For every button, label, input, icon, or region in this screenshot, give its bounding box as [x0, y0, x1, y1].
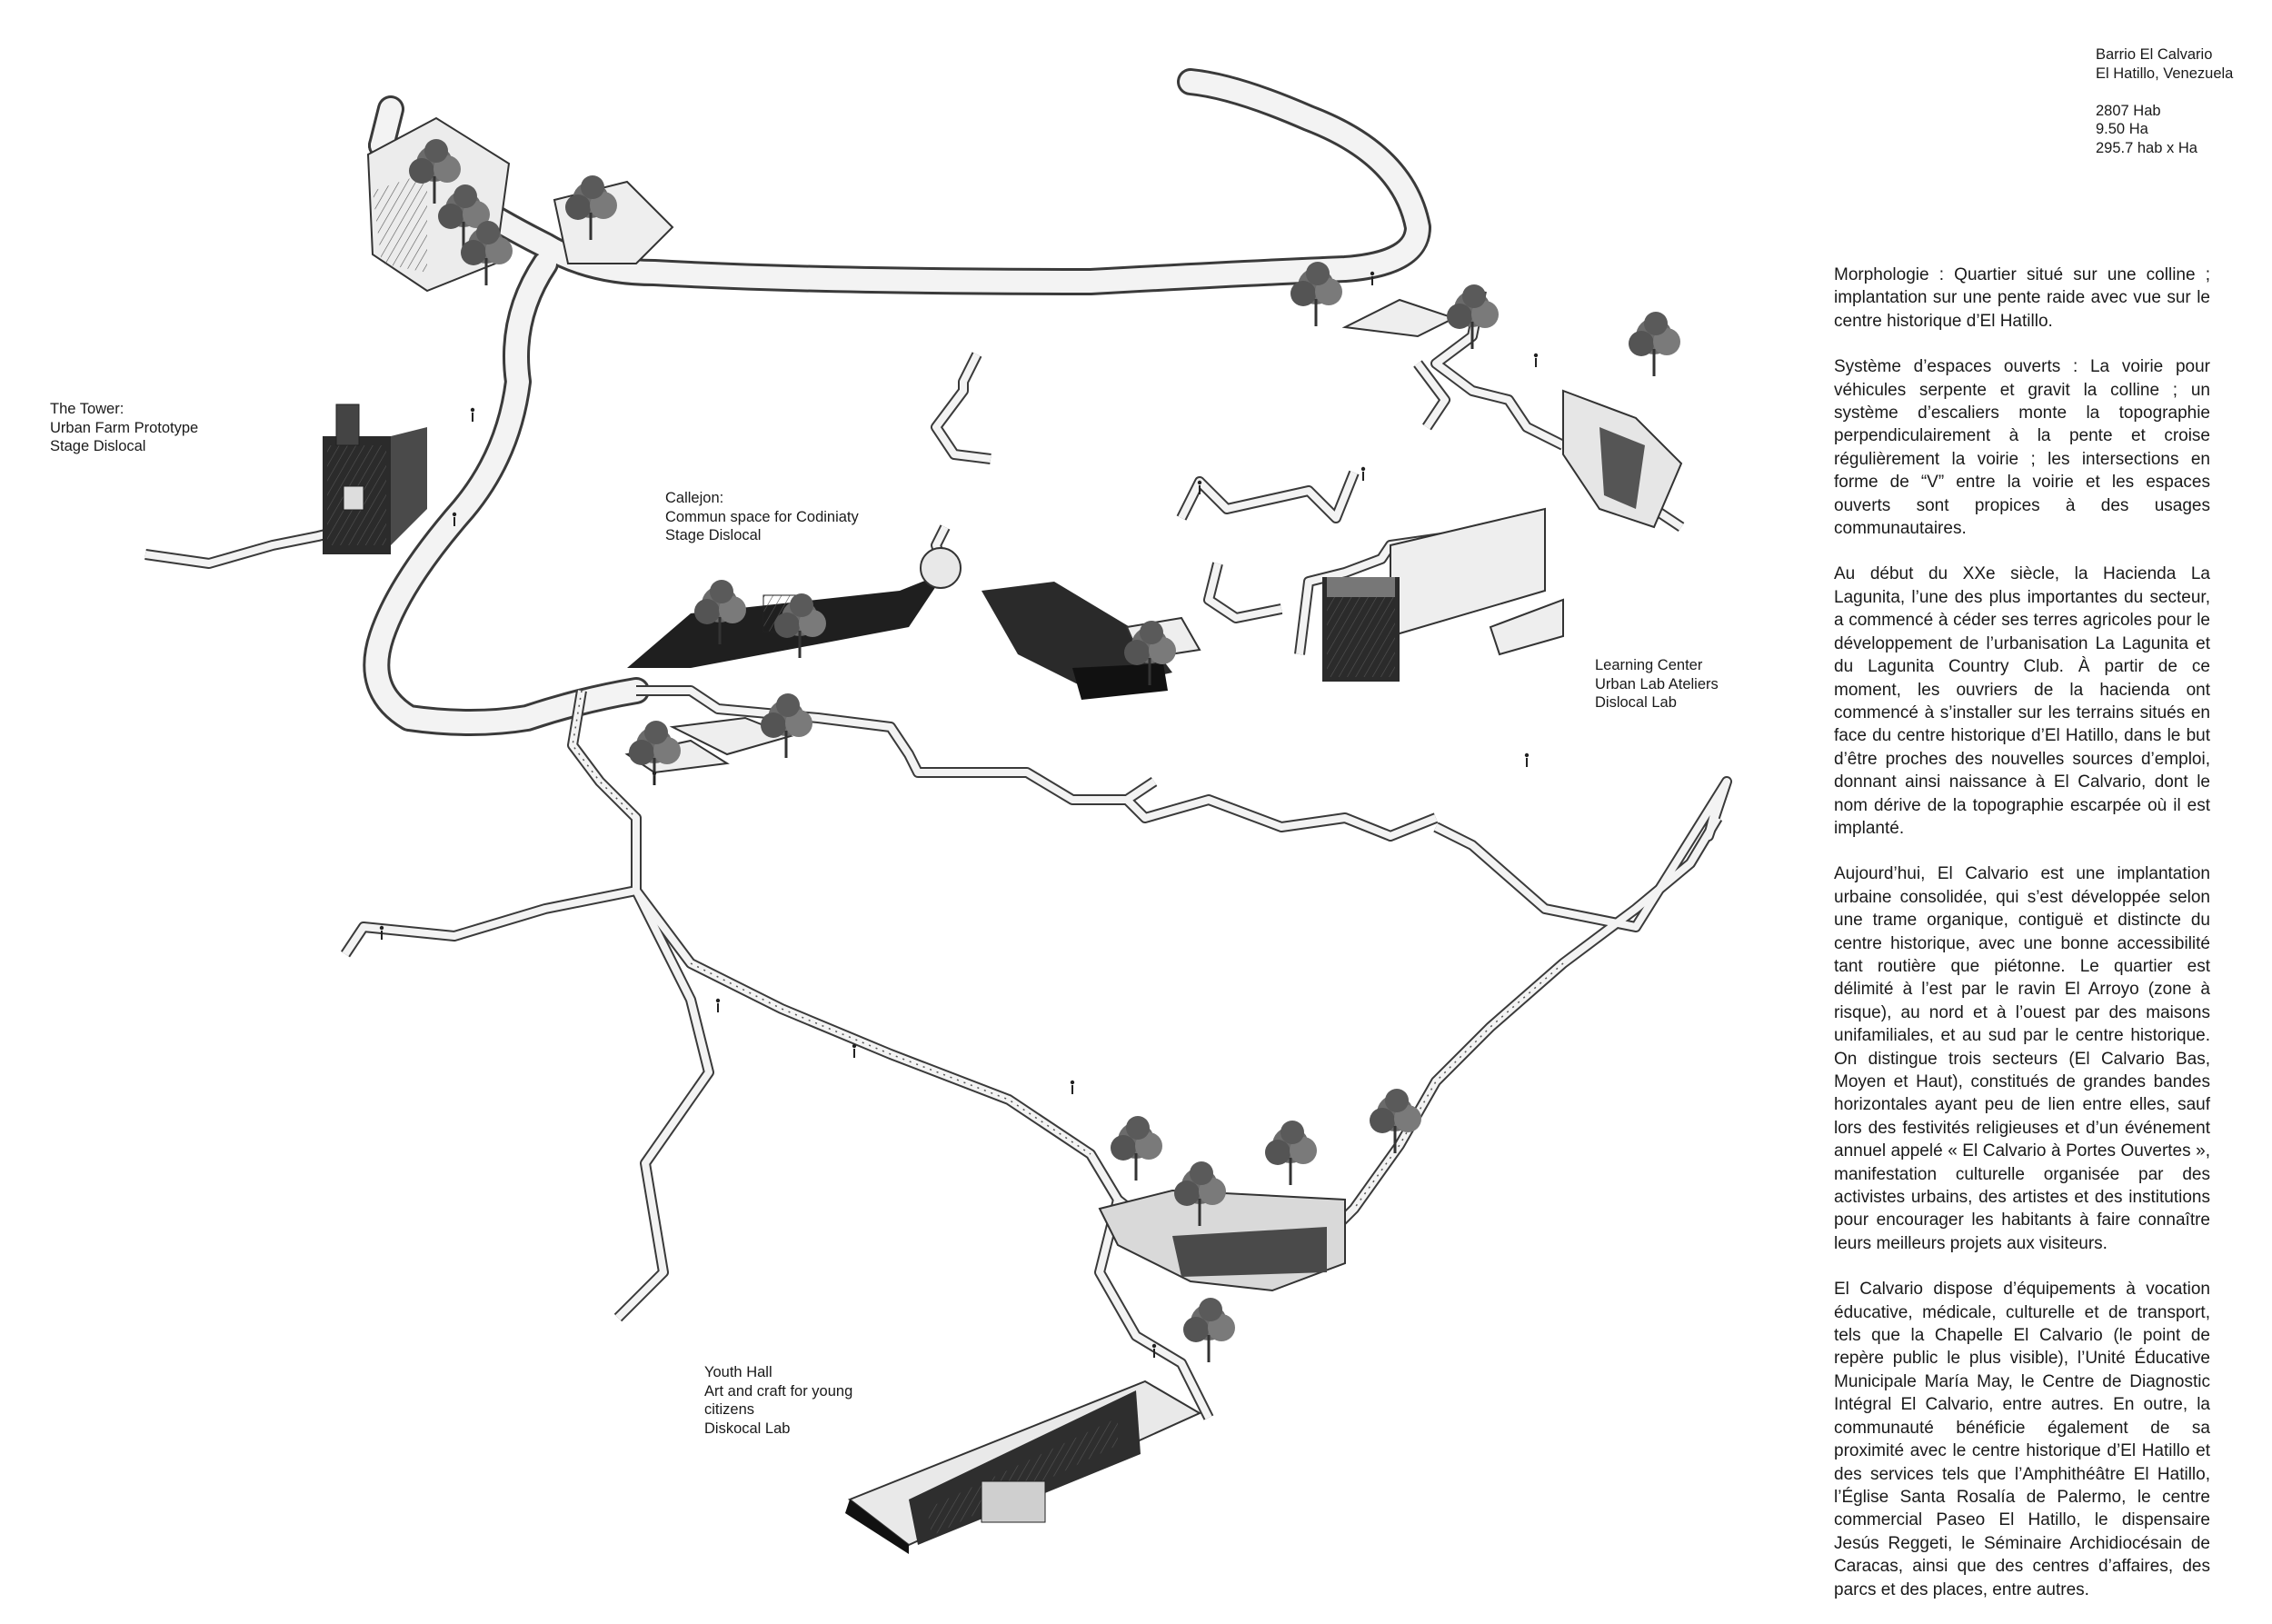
trees	[407, 137, 1682, 1364]
caption-learning-center-line: Urban Lab Ateliers	[1595, 675, 1719, 692]
site-name: Barrio El Calvario	[2096, 46, 2213, 63]
caption-tower-line: Urban Farm Prototype	[50, 419, 199, 436]
road-network	[363, 68, 1431, 736]
stair-network	[144, 289, 1732, 1420]
tower-building	[323, 404, 427, 554]
paragraph-histoire: Au début du XXe siècle, la Hacienda La L…	[1834, 564, 2210, 838]
paragraph-aujourdhui: Aujourd’hui, El Calvario est une implant…	[1834, 864, 2210, 1253]
caption-tower-line: Stage Dislocal	[50, 438, 146, 454]
caption-youth-hall-line: Art and craft for young	[704, 1382, 853, 1400]
site-area: 9.50 Ha	[2096, 121, 2148, 137]
hilltop-pavilion	[1562, 389, 1683, 529]
caption-learning-center: Learning Center Urban Lab Ateliers Dislo…	[1595, 656, 1719, 712]
caption-callejon-line: Callejon:	[665, 490, 724, 506]
caption-tower: The Tower: Urban Farm Prototype Stage Di…	[50, 400, 198, 456]
caption-callejon: Callejon: Commun space for Codiniaty Sta…	[665, 489, 859, 545]
central-garden-courtyard	[1098, 1189, 1346, 1292]
paragraph-espaces-ouverts: Système d’espaces ouverts : La voirie po…	[1834, 357, 2210, 539]
caption-tower-line: The Tower:	[50, 401, 125, 417]
description-text-column: Morphologie : Quartier situé sur une col…	[1834, 264, 2210, 1624]
site-location: El Hatillo, Venezuela	[2096, 65, 2234, 82]
site-info: Barrio El Calvario El Hatillo, Venezuela…	[2096, 45, 2233, 157]
caption-youth-hall-line: Youth Hall	[704, 1364, 772, 1380]
caption-youth-hall-line: citizens	[704, 1401, 755, 1418]
caption-callejon-line: Stage Dislocal	[665, 527, 762, 543]
site-population: 2807 Hab	[2096, 102, 2161, 119]
caption-callejon-line: Commun space for Codiniaty	[665, 508, 859, 525]
caption-learning-center-line: Dislocal Lab	[1595, 694, 1677, 711]
youth-hall-building	[845, 1380, 1202, 1554]
paragraph-equipements: El Calvario dispose d’équipements à voca…	[1834, 1280, 2210, 1599]
learning-center-building	[1322, 507, 1546, 682]
site-density: 295.7 hab x Ha	[2096, 139, 2197, 156]
paragraph-morphologie: Morphologie : Quartier situé sur une col…	[1834, 265, 2210, 331]
caption-youth-hall-line: Diskocal Lab	[704, 1420, 791, 1437]
caption-learning-center-line: Learning Center	[1595, 657, 1703, 673]
caption-youth-hall: Youth Hall Art and craft for young citiz…	[704, 1363, 852, 1438]
